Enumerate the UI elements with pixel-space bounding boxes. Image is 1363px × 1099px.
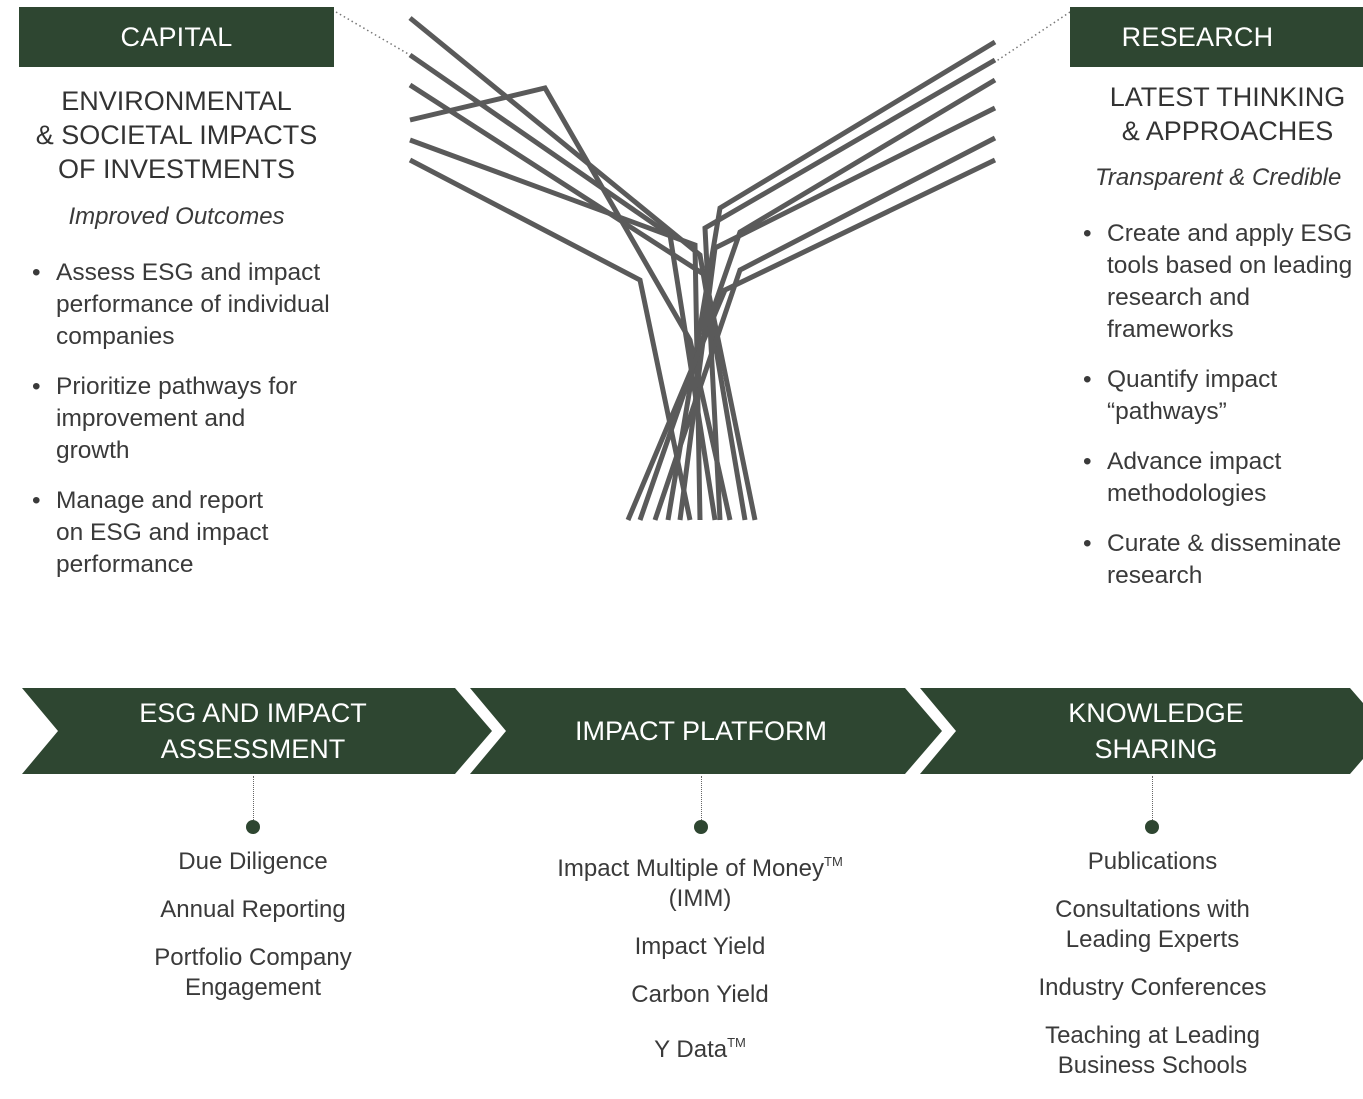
capital-title: ENVIRONMENTAL & SOCIETAL IMPACTS OF INVE… (19, 84, 334, 186)
capital-subtitle: Improved Outcomes (68, 203, 285, 230)
research-header: RESEARCH (1070, 7, 1363, 67)
platform-item: Impact Multiple of MoneyTM (IMM) (520, 847, 880, 914)
chevron-label-knowledge: KNOWLEDGE SHARING (956, 688, 1356, 774)
connector-line (701, 776, 702, 820)
tree-line (677, 105, 997, 521)
platform-item-text: Impact Multiple of Money (557, 855, 824, 882)
chevron-label-line: IMPACT PLATFORM (574, 716, 828, 746)
capital-header: CAPITAL (19, 7, 334, 67)
knowledge-items: Publications Consultations with Leading … (1015, 847, 1290, 1099)
connector-dot (694, 820, 708, 834)
connector-dot (1145, 820, 1159, 834)
research-bullet: Create and apply ESG tools based on lead… (1083, 218, 1363, 346)
chevron-label-esg: ESG AND IMPACT ASSESSMENT (58, 688, 448, 774)
capital-bullet: Manage and report on ESG and impact perf… (32, 485, 332, 581)
trademark-mark: TM (727, 1035, 746, 1050)
capital-title-line: & SOCIETAL IMPACTS (35, 120, 318, 150)
research-bullet: Advance impact methodologies (1083, 446, 1363, 510)
esg-item: Portfolio Company Engagement (154, 944, 352, 1001)
connector-dot (246, 820, 260, 834)
research-title-line: & APPROACHES (1121, 116, 1334, 146)
research-subtitle: Transparent & Credible (1095, 164, 1342, 191)
tree-line (408, 157, 693, 521)
platform-items: Impact Multiple of MoneyTM (IMM) Impact … (520, 847, 880, 1083)
connector-line (1152, 776, 1153, 820)
connector-line (253, 776, 254, 820)
knowledge-item: Teaching at Leading Business Schools (1045, 1022, 1260, 1079)
research-title: LATEST THINKING & APPROACHES (1075, 80, 1363, 148)
research-connector (994, 11, 1071, 63)
trademark-mark: TM (824, 854, 843, 869)
tree-line (408, 52, 718, 521)
chevron-label-line: ASSESSMENT (160, 734, 346, 764)
knowledge-item: Consultations with Leading Experts (1055, 896, 1250, 953)
chevron-label-line: ESG AND IMPACT (139, 698, 367, 728)
research-header-label: RESEARCH (1121, 21, 1274, 52)
capital-bullet: Assess ESG and impact performance of ind… (32, 257, 332, 353)
tree-line (409, 137, 703, 521)
capital-title-line: OF INVESTMENTS (57, 154, 295, 184)
knowledge-item: Publications (1087, 848, 1218, 875)
platform-item: Carbon Yield (631, 981, 769, 1008)
tree-line (637, 77, 997, 521)
tree-graphic (335, 11, 1071, 521)
capital-header-label: CAPITAL (120, 21, 233, 52)
research-bullet-list: Create and apply ESG tools based on lead… (1083, 218, 1363, 610)
platform-item: Impact Yield (634, 933, 766, 960)
chevron-label-line: SHARING (1094, 734, 1218, 764)
platform-item-text: Y Data (654, 1036, 728, 1063)
esg-item: Annual Reporting (160, 896, 346, 923)
tree-line (665, 39, 997, 521)
tree-line (702, 57, 997, 521)
research-bullet: Curate & disseminate research (1083, 528, 1363, 592)
capital-bullet: Prioritize pathways for improvement and … (32, 371, 332, 467)
capital-title-line: ENVIRONMENTAL (61, 86, 292, 116)
platform-item-tail: (IMM) (668, 885, 732, 912)
knowledge-item: Industry Conferences (1038, 974, 1267, 1001)
chevron-label-platform: IMPACT PLATFORM (506, 688, 896, 774)
capital-connector (335, 11, 411, 56)
research-title-line: LATEST THINKING (1109, 82, 1346, 112)
esg-item: Due Diligence (178, 848, 328, 875)
tree-line (625, 157, 997, 521)
chevron-label-line: KNOWLEDGE (1068, 698, 1244, 728)
esg-items: Due Diligence Annual Reporting Portfolio… (133, 847, 373, 1021)
platform-item: Y DataTM (520, 1028, 880, 1065)
research-bullet: Quantify impact “pathways” (1083, 364, 1363, 428)
capital-bullet-list: Assess ESG and impact performance of ind… (32, 257, 332, 599)
tree-line (652, 135, 997, 521)
